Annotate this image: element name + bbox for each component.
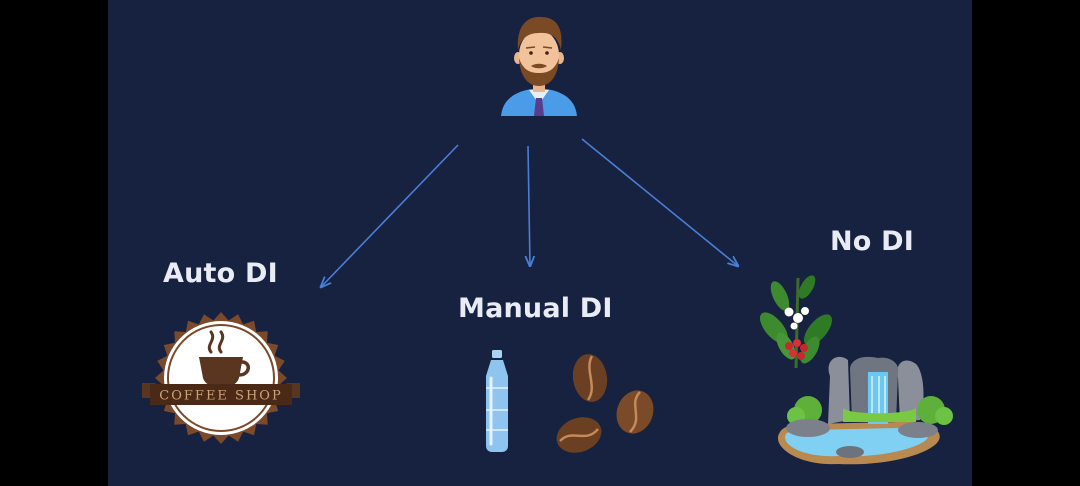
no-di-label: No DI (830, 226, 915, 257)
waterfall-icon (777, 356, 953, 465)
diagram-slide: COFFEE SHOP (108, 0, 972, 486)
coffee-plant-icon (759, 275, 833, 369)
manual-di-label: Manual DI (458, 293, 613, 324)
coffee-beans-icon (556, 354, 654, 453)
diagram-canvas: COFFEE SHOP (142, 16, 953, 465)
arrow-to-manual-di (528, 145, 530, 266)
person-avatar (501, 16, 577, 116)
auto-di-label: Auto DI (163, 258, 278, 289)
coffee-shop-badge-text: COFFEE SHOP (159, 389, 282, 404)
arrow-to-no-di (581, 138, 738, 266)
arrow-to-auto-di (321, 144, 459, 287)
coffee-shop-badge-icon: COFFEE SHOP (142, 312, 300, 444)
water-bottle-icon (486, 350, 508, 452)
